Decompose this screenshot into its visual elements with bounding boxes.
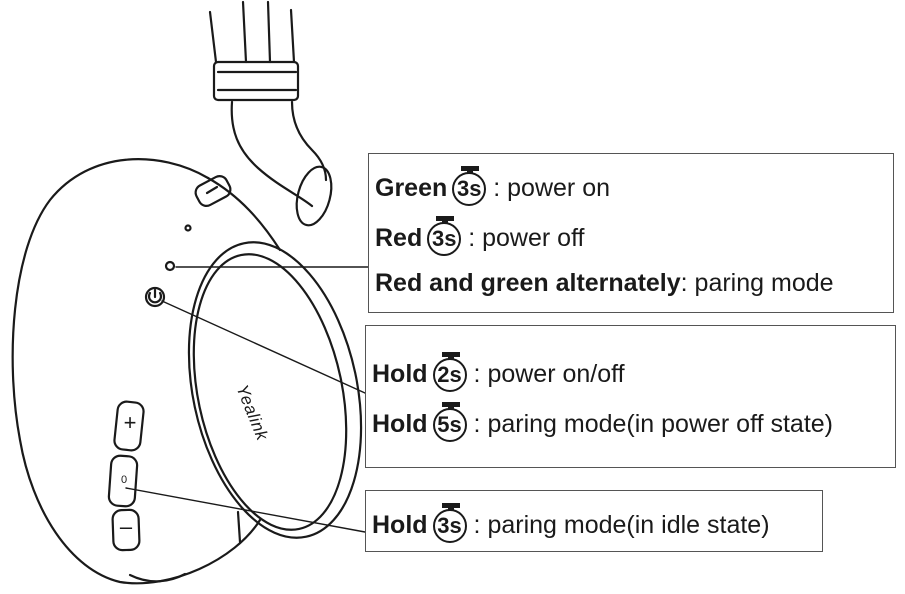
led-description: : paring mode — [680, 269, 834, 297]
mute-row-pairing: Hold 3s : paring mode(in idle state) — [372, 503, 770, 545]
power-description: : power on/off — [473, 360, 625, 388]
earcup — [11, 158, 363, 585]
led-row-alternate: Red and green alternately : paring mode — [375, 268, 834, 298]
power-row-onoff: Hold 2s : power on/off — [372, 352, 625, 394]
timer-icon: 3s — [450, 166, 490, 208]
mute-callout: Hold 3s : paring mode(in idle state) — [365, 490, 823, 552]
power-row-pairing: Hold 5s : paring mode(in power off state… — [372, 402, 833, 444]
mute-description: : paring mode(in idle state) — [473, 511, 770, 539]
led-row-red: Red 3s : power off — [375, 216, 585, 258]
power-callout: Hold 2s : power on/off Hold 5s : paring … — [365, 325, 896, 468]
hold-label: Hold — [372, 511, 428, 539]
timer-icon: 3s — [425, 216, 465, 258]
hold-label: Hold — [372, 410, 428, 438]
minus-button[interactable]: – — [119, 514, 133, 539]
led-description: : power off — [468, 224, 585, 252]
power-description: : paring mode(in power off state) — [473, 410, 833, 438]
led-color-label: Red — [375, 224, 423, 252]
mute-button[interactable]: 0 — [120, 474, 128, 486]
volume-buttons — [107, 400, 145, 552]
led-callout: Green 3s : power on Red 3s : power off R… — [368, 153, 894, 313]
headband — [208, 0, 300, 102]
timer-icon: 3s — [431, 503, 471, 545]
plus-button[interactable]: + — [123, 410, 137, 435]
timer-icon: 5s — [431, 402, 471, 444]
headset-arm — [230, 100, 333, 227]
led-row-green: Green 3s : power on — [375, 166, 611, 208]
leader-lines — [125, 266, 373, 533]
timer-icon: 2s — [431, 352, 471, 394]
led-description: : power on — [493, 174, 611, 202]
hold-label: Hold — [372, 360, 428, 388]
led-color-label: Red and green alternately — [375, 269, 681, 297]
led-color-label: Green — [375, 174, 448, 202]
earcup-controls — [144, 175, 232, 308]
